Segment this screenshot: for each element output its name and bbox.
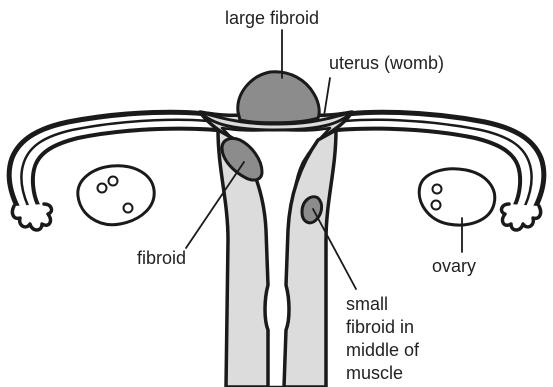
uterus-leader: [324, 78, 330, 116]
left-ovary-follicle: [109, 177, 118, 186]
left-fimbriae: [12, 204, 51, 230]
large-fibroid: [238, 72, 319, 123]
small-fibroid-label-line: muscle: [346, 362, 419, 385]
left-ovary: [78, 166, 154, 225]
small-fibroid-label: small fibroid in middle of muscle: [346, 293, 419, 385]
right-ovary-follicle: [432, 201, 441, 210]
left-ovary-follicle: [124, 204, 133, 213]
small-fibroid-label-line: small: [346, 293, 419, 316]
small-fibroid-label-line: fibroid in: [346, 316, 419, 339]
fibroid-label: fibroid: [137, 247, 186, 270]
right-fimbriae: [502, 204, 541, 230]
small-fibroid-label-line: middle of: [346, 339, 419, 362]
large-fibroid-label: large fibroid: [225, 7, 319, 30]
uterus-label: uterus (womb): [329, 52, 444, 75]
left-ovary-follicle: [98, 184, 107, 193]
ovary-label: ovary: [432, 255, 476, 278]
right-ovary: [419, 169, 495, 225]
right-ovary-follicle: [433, 185, 442, 194]
